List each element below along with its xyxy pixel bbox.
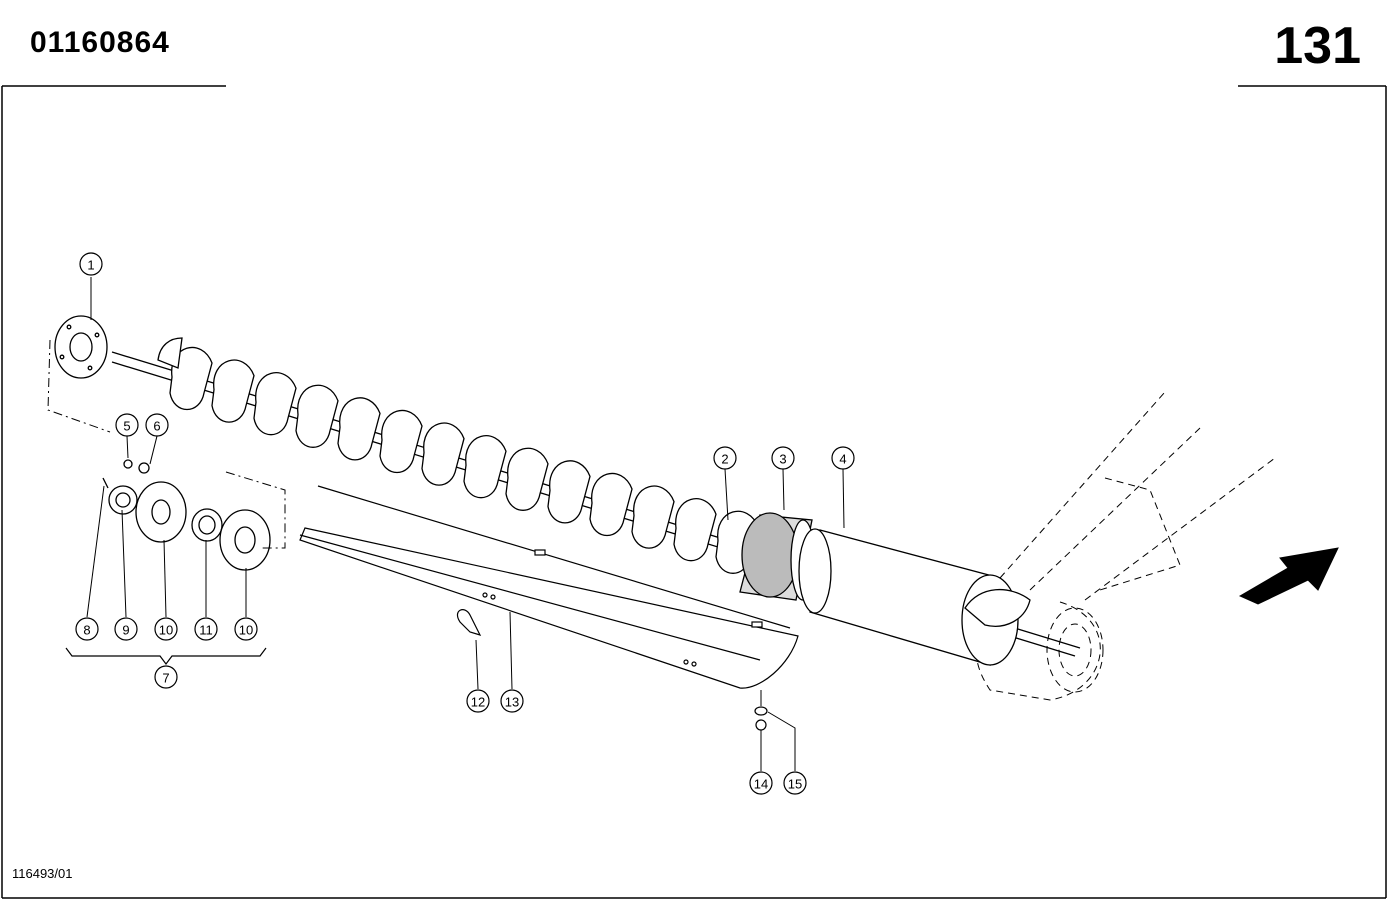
- callout-number: 8: [83, 623, 90, 638]
- callout-number: 5: [123, 419, 130, 434]
- reference-lines: [47, 339, 286, 549]
- direction-arrow-icon: [1238, 547, 1339, 605]
- callout-number: 3: [779, 452, 786, 467]
- flight-turn: [505, 447, 549, 511]
- callout-number: 6: [153, 419, 160, 434]
- flight-turn: [421, 422, 465, 486]
- callout-2: 2: [713, 446, 737, 470]
- leader-lines: [86, 277, 845, 771]
- callout-13: 13: [500, 689, 524, 713]
- flight-turn: [295, 384, 339, 448]
- callout-10a: 10: [154, 617, 178, 641]
- callout-6: 6: [145, 413, 169, 437]
- callout-number: 14: [754, 777, 768, 792]
- flight-turn: [589, 472, 633, 536]
- page-number: 131: [1274, 17, 1361, 75]
- flight-turn: [463, 435, 507, 499]
- flight-turn: [211, 359, 255, 423]
- callout-number: 9: [122, 623, 129, 638]
- callout-number: 15: [788, 777, 802, 792]
- callout-14: 14: [749, 771, 773, 795]
- callout-number: 7: [162, 671, 169, 686]
- flight-turn: [547, 460, 591, 524]
- flange-plate: [54, 315, 108, 379]
- document-number: 01160864: [30, 26, 170, 59]
- callout-number: 10: [239, 623, 253, 638]
- washer-nut: [754, 706, 768, 731]
- callout-number: 11: [199, 623, 213, 638]
- bearing-assembly: [102, 459, 271, 571]
- retaining-clip: [456, 609, 482, 636]
- callout-number: 1: [87, 258, 94, 273]
- callout-15: 15: [783, 771, 807, 795]
- drawing-reference: 116493/01: [12, 866, 73, 881]
- callout-number: 10: [159, 623, 173, 638]
- callout-number: 2: [721, 452, 728, 467]
- flight-turn: [631, 485, 675, 549]
- sleeve-tube: [798, 528, 1031, 666]
- callout-11: 11: [194, 617, 218, 641]
- auger-trough: [299, 485, 799, 689]
- callout-number: 13: [505, 695, 519, 710]
- callout-9: 9: [114, 617, 138, 641]
- callout-1: 1: [79, 252, 103, 276]
- callout-8: 8: [75, 617, 99, 641]
- callout-10b: 10: [234, 617, 258, 641]
- callout-number: 12: [471, 695, 485, 710]
- callout-7: 7: [154, 665, 178, 689]
- group-bracket: [65, 647, 267, 665]
- sheet-frame: [1, 85, 1387, 899]
- flight-turn: [337, 397, 381, 461]
- callout-3: 3: [771, 446, 795, 470]
- callout-12: 12: [466, 689, 490, 713]
- callout-5: 5: [115, 413, 139, 437]
- flight-turn: [253, 372, 297, 436]
- flight-turn: [379, 409, 423, 473]
- callout-number: 4: [839, 452, 846, 467]
- auger-flights: [157, 337, 759, 574]
- flight-turn: [673, 498, 717, 562]
- callout-4: 4: [831, 446, 855, 470]
- flight-start: [157, 337, 183, 369]
- housing-outline: [975, 391, 1276, 701]
